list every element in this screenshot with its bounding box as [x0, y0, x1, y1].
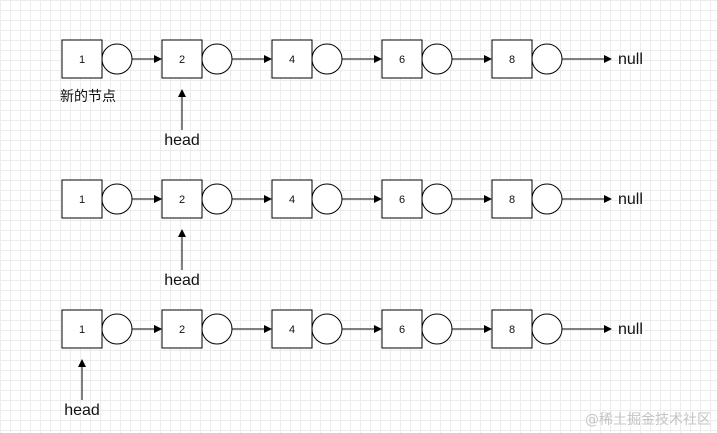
node-value: 4 [289, 54, 295, 66]
node-next-pointer [311, 43, 343, 75]
node-value-box [61, 39, 103, 79]
node-next-pointer [421, 183, 453, 215]
node-next-pointer [201, 183, 233, 215]
node-value-box [271, 309, 313, 349]
node-value-box [381, 309, 423, 349]
node-value: 8 [509, 194, 515, 206]
list-node: 2 [161, 179, 233, 219]
list-node: 4 [271, 309, 343, 349]
node-value: 1 [79, 54, 85, 66]
head-label: head [64, 402, 100, 419]
node-next-pointer [421, 43, 453, 75]
watermark: @稀土掘金技术社区 [585, 412, 711, 428]
node-next-pointer [311, 183, 343, 215]
node-next-pointer [311, 313, 343, 345]
list-node: 6 [381, 179, 453, 219]
list-node: 8 [491, 309, 563, 349]
list-node: 2 [161, 309, 233, 349]
list-node: 4 [271, 39, 343, 79]
node-value: 8 [509, 54, 515, 66]
node-value-box [161, 39, 203, 79]
node-next-pointer [101, 43, 133, 75]
null-terminal: null [618, 321, 643, 338]
node-value: 1 [79, 194, 85, 206]
node-value: 2 [179, 54, 185, 66]
node-value: 8 [509, 324, 515, 336]
node-value-box [491, 39, 533, 79]
null-terminal: null [618, 191, 643, 208]
node-value: 4 [289, 324, 295, 336]
node-value: 2 [179, 194, 185, 206]
node-next-pointer [201, 43, 233, 75]
node-next-pointer [101, 183, 133, 215]
node-value-box [381, 179, 423, 219]
node-value: 1 [79, 324, 85, 336]
node-value: 6 [399, 324, 405, 336]
list-row-2: 1 2 4 6 8 null head [61, 179, 643, 289]
node-value-box [161, 179, 203, 219]
node-value-box [381, 39, 423, 79]
list-node: 8 [491, 179, 563, 219]
node-next-pointer [421, 313, 453, 345]
node-value-box [61, 309, 103, 349]
node-value-box [271, 39, 313, 79]
node-next-pointer [201, 313, 233, 345]
node-value: 2 [179, 324, 185, 336]
node-next-pointer [531, 43, 563, 75]
node-next-pointer [531, 183, 563, 215]
null-terminal: null [618, 51, 643, 68]
new-node-label: 新的节点 [60, 89, 116, 105]
list-node: 8 [491, 39, 563, 79]
list-node: 4 [271, 179, 343, 219]
node-value-box [491, 179, 533, 219]
head-label: head [164, 132, 200, 149]
list-node: 6 [381, 39, 453, 79]
list-row-3: 1 2 4 6 8 null head [61, 309, 643, 419]
node-value: 6 [399, 194, 405, 206]
node-value: 4 [289, 194, 295, 206]
head-label: head [164, 272, 200, 289]
node-value: 6 [399, 54, 405, 66]
list-row-1: 1 2 4 6 8 null head 新的节点 [60, 39, 643, 149]
list-node: 1 [61, 179, 133, 219]
node-next-pointer [101, 313, 133, 345]
node-value-box [491, 309, 533, 349]
list-node: 1 [61, 39, 133, 79]
list-node: 6 [381, 309, 453, 349]
list-node: 2 [161, 39, 233, 79]
node-value-box [61, 179, 103, 219]
node-next-pointer [531, 313, 563, 345]
list-node: 1 [61, 309, 133, 349]
